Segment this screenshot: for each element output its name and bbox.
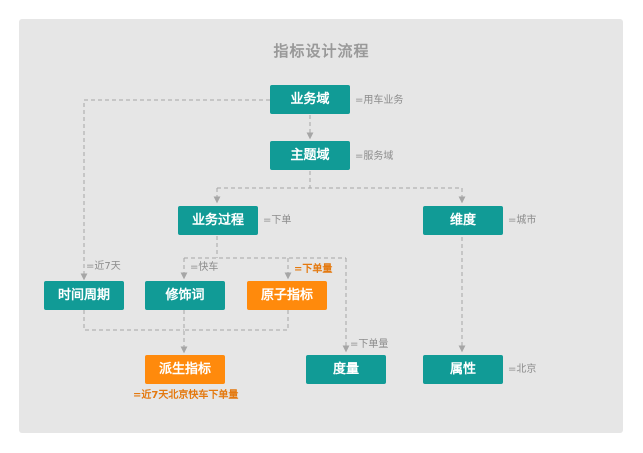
- note-measure: =下单量: [350, 339, 389, 350]
- note-derived-metric: =近7天北京快车下单量: [133, 390, 239, 401]
- note-dimension: =城市: [508, 215, 537, 226]
- node-dimension: 维度: [423, 206, 503, 235]
- node-subject-domain: 主题域: [270, 141, 350, 170]
- note-atomic-metric: =下单量: [294, 264, 333, 275]
- note-attribute: =北京: [508, 364, 537, 375]
- node-derived-metric: 派生指标: [145, 355, 225, 384]
- node-attribute: 属性: [423, 355, 503, 384]
- edge-business-to-time: [80, 99, 270, 281]
- node-time-period: 时间周期: [44, 281, 124, 310]
- edge-atomic-merge: [184, 310, 289, 331]
- note-modifier: =快车: [190, 262, 219, 273]
- edge-time-merge: [83, 310, 184, 331]
- note-subject-domain: =服务域: [355, 151, 394, 162]
- node-business-domain: 业务域: [270, 85, 350, 114]
- node-modifier: 修饰词: [145, 281, 225, 310]
- node-measure: 度量: [306, 355, 386, 384]
- note-business-domain: =用车业务: [355, 95, 404, 106]
- node-atomic-metric: 原子指标: [247, 281, 327, 310]
- diagram-title: 指标设计流程: [273, 42, 370, 60]
- note-time-period: =近7天: [86, 261, 121, 272]
- note-business-process: =下单: [263, 215, 292, 226]
- node-business-process: 业务过程: [178, 206, 258, 235]
